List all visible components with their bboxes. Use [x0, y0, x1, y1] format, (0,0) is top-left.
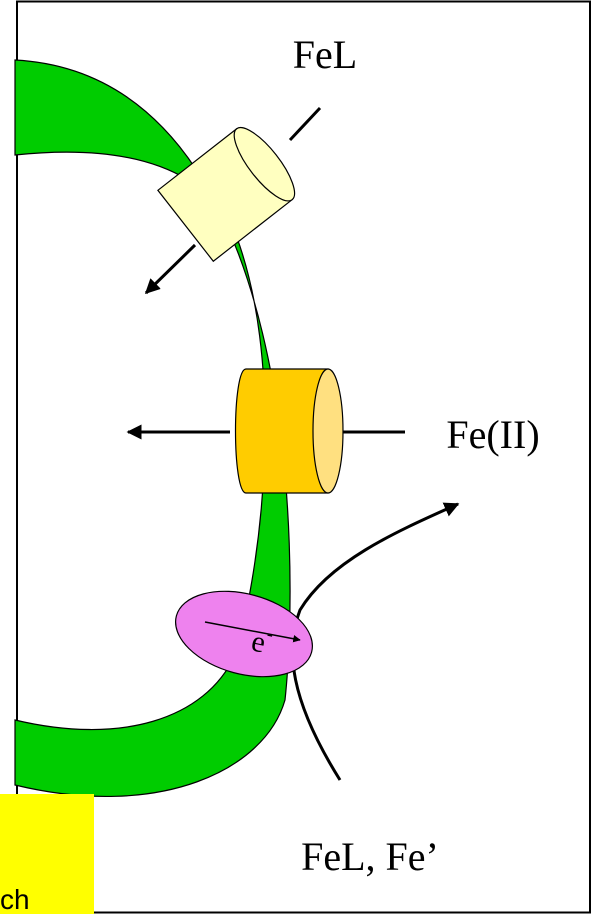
- fel-arrow-line-inner: [146, 245, 195, 293]
- fel-label: FeL: [293, 32, 357, 77]
- highlighted-note: ch: [0, 794, 94, 914]
- ferric-reductase: [166, 577, 322, 691]
- fel-transporter: [158, 120, 304, 262]
- fe2-transporter: [236, 369, 344, 493]
- fel-arrow-line-outer: [290, 108, 320, 140]
- fel-fe-prime-label: FeL, Fe’: [301, 834, 439, 879]
- note-text: ch: [0, 884, 30, 914]
- fe2-label: Fe(II): [446, 412, 539, 457]
- electron-path-curve: [293, 504, 458, 780]
